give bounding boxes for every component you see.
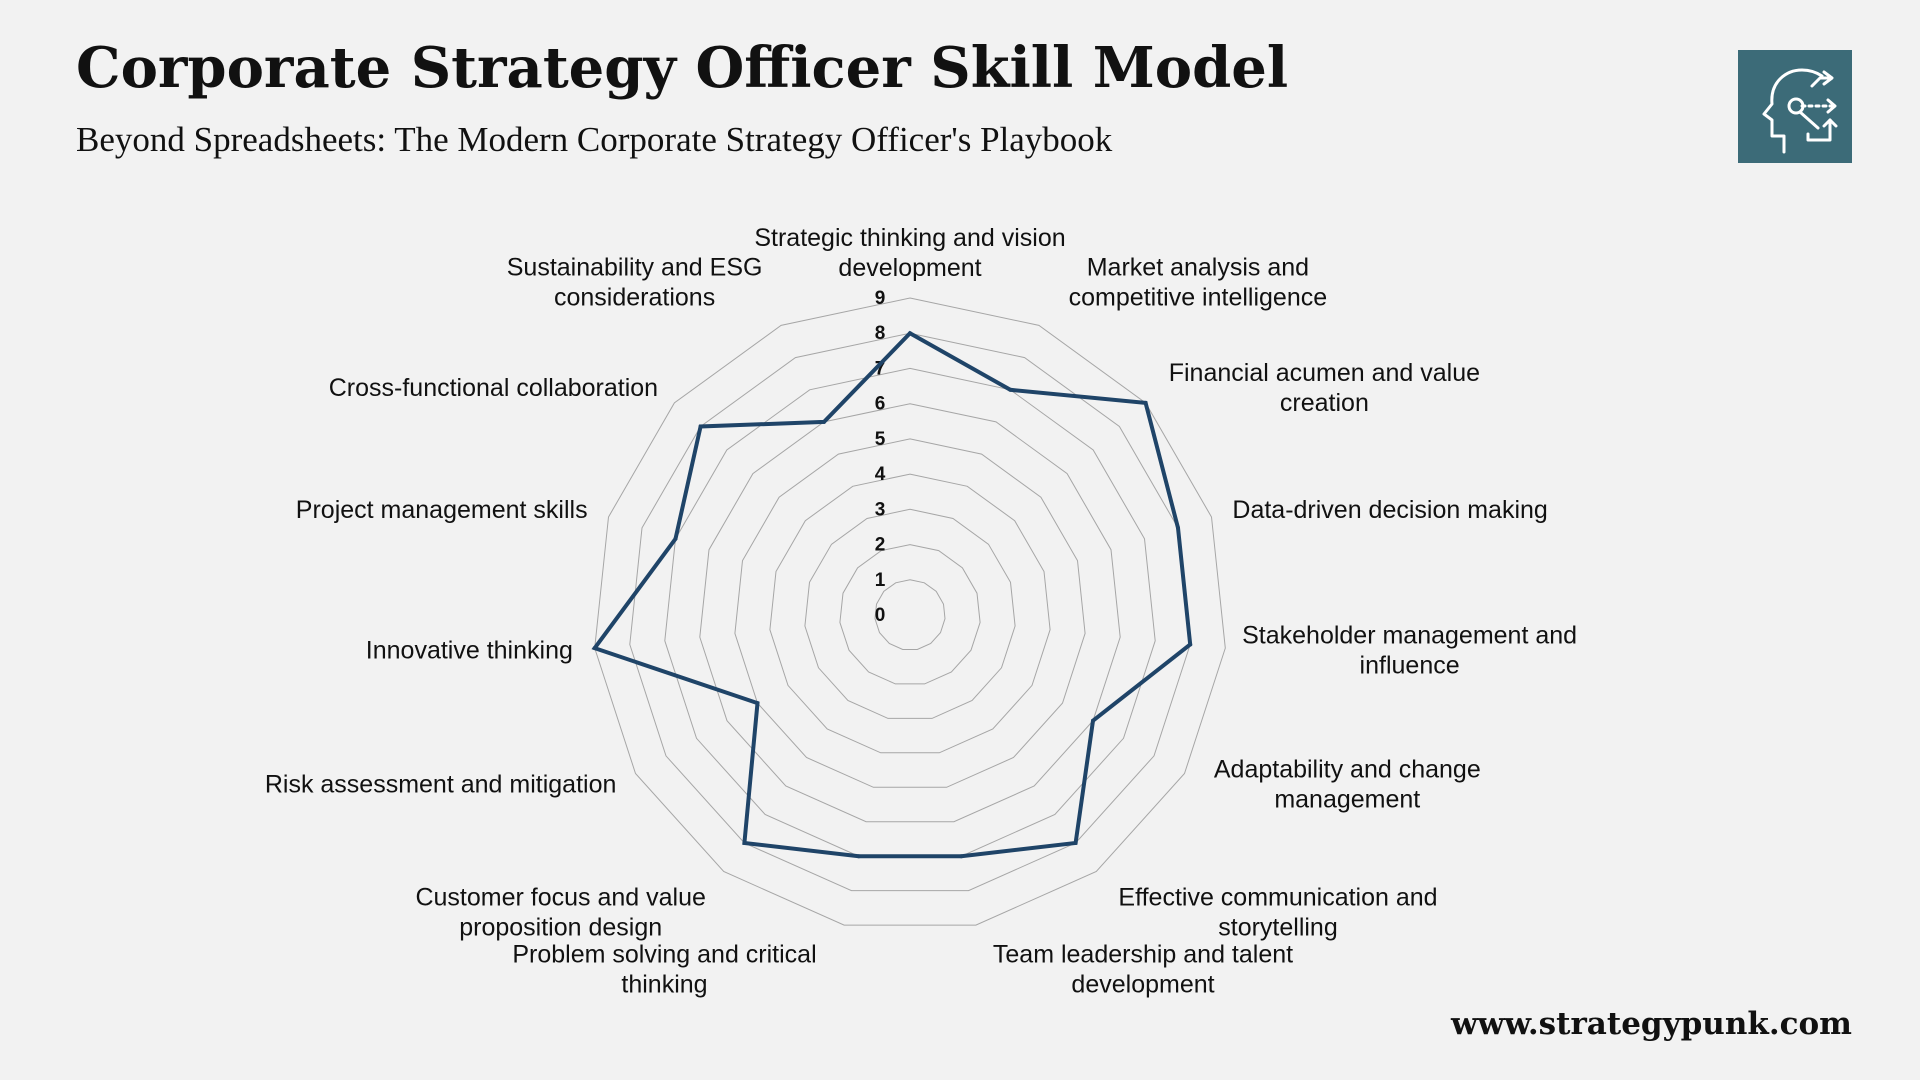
grid-ring bbox=[699, 403, 1121, 823]
grid-ring bbox=[769, 473, 1051, 754]
data-point bbox=[1143, 400, 1148, 405]
data-point bbox=[673, 536, 678, 541]
data-point bbox=[698, 424, 703, 429]
page-title: Corporate Strategy Officer Skill Model bbox=[76, 35, 1289, 101]
category-label: Data-driven decision making bbox=[1232, 496, 1547, 524]
radial-tick-label: 9 bbox=[875, 288, 886, 309]
radial-tick-label: 2 bbox=[875, 535, 886, 556]
data-point bbox=[1073, 841, 1078, 845]
series-line bbox=[591, 330, 1193, 859]
data-point bbox=[822, 419, 826, 424]
category-label: Risk assessment and mitigation bbox=[265, 771, 617, 799]
data-point bbox=[1008, 387, 1013, 392]
data-point bbox=[742, 841, 747, 845]
category-label: Innovative thinking bbox=[366, 636, 573, 664]
radial-ticks: 0 1 2 3 4 5 6 7 8 9 bbox=[875, 288, 886, 626]
website-url[interactable]: www.strategypunk.com bbox=[1450, 1006, 1852, 1042]
logo bbox=[1738, 50, 1852, 163]
data-point bbox=[1188, 642, 1193, 647]
grid-ring bbox=[734, 438, 1086, 788]
grid-ring bbox=[839, 544, 981, 685]
radial-tick-label: 3 bbox=[875, 499, 886, 520]
radial-tick-label: 5 bbox=[875, 429, 886, 450]
radial-tick-label: 8 bbox=[875, 323, 886, 344]
radial-tick-label: 1 bbox=[875, 570, 886, 591]
page-subtitle: Beyond Spreadsheets: The Modern Corporat… bbox=[76, 120, 1113, 159]
data-point bbox=[592, 646, 597, 651]
category-label: Cross-functional collaboration bbox=[329, 374, 658, 402]
grid-ring bbox=[629, 332, 1191, 892]
data-point bbox=[959, 854, 964, 859]
data-point bbox=[755, 701, 760, 706]
data-point bbox=[1091, 718, 1095, 723]
grid-ring bbox=[874, 579, 946, 650]
data-point bbox=[1176, 525, 1180, 530]
radial-tick-label: 0 bbox=[875, 605, 886, 626]
grid-ring bbox=[664, 367, 1156, 857]
radial-tick-label: 4 bbox=[875, 464, 886, 485]
data-point bbox=[856, 854, 861, 859]
radar-grid bbox=[594, 297, 1226, 926]
category-label: Project management skills bbox=[296, 496, 588, 524]
grid-ring bbox=[594, 297, 1226, 926]
radial-tick-label: 6 bbox=[875, 394, 886, 415]
head-strategy-arrows-icon bbox=[1762, 68, 1838, 154]
radial-tick-label: 7 bbox=[875, 358, 886, 379]
grid-ring bbox=[804, 508, 1016, 719]
data-point bbox=[908, 331, 912, 336]
